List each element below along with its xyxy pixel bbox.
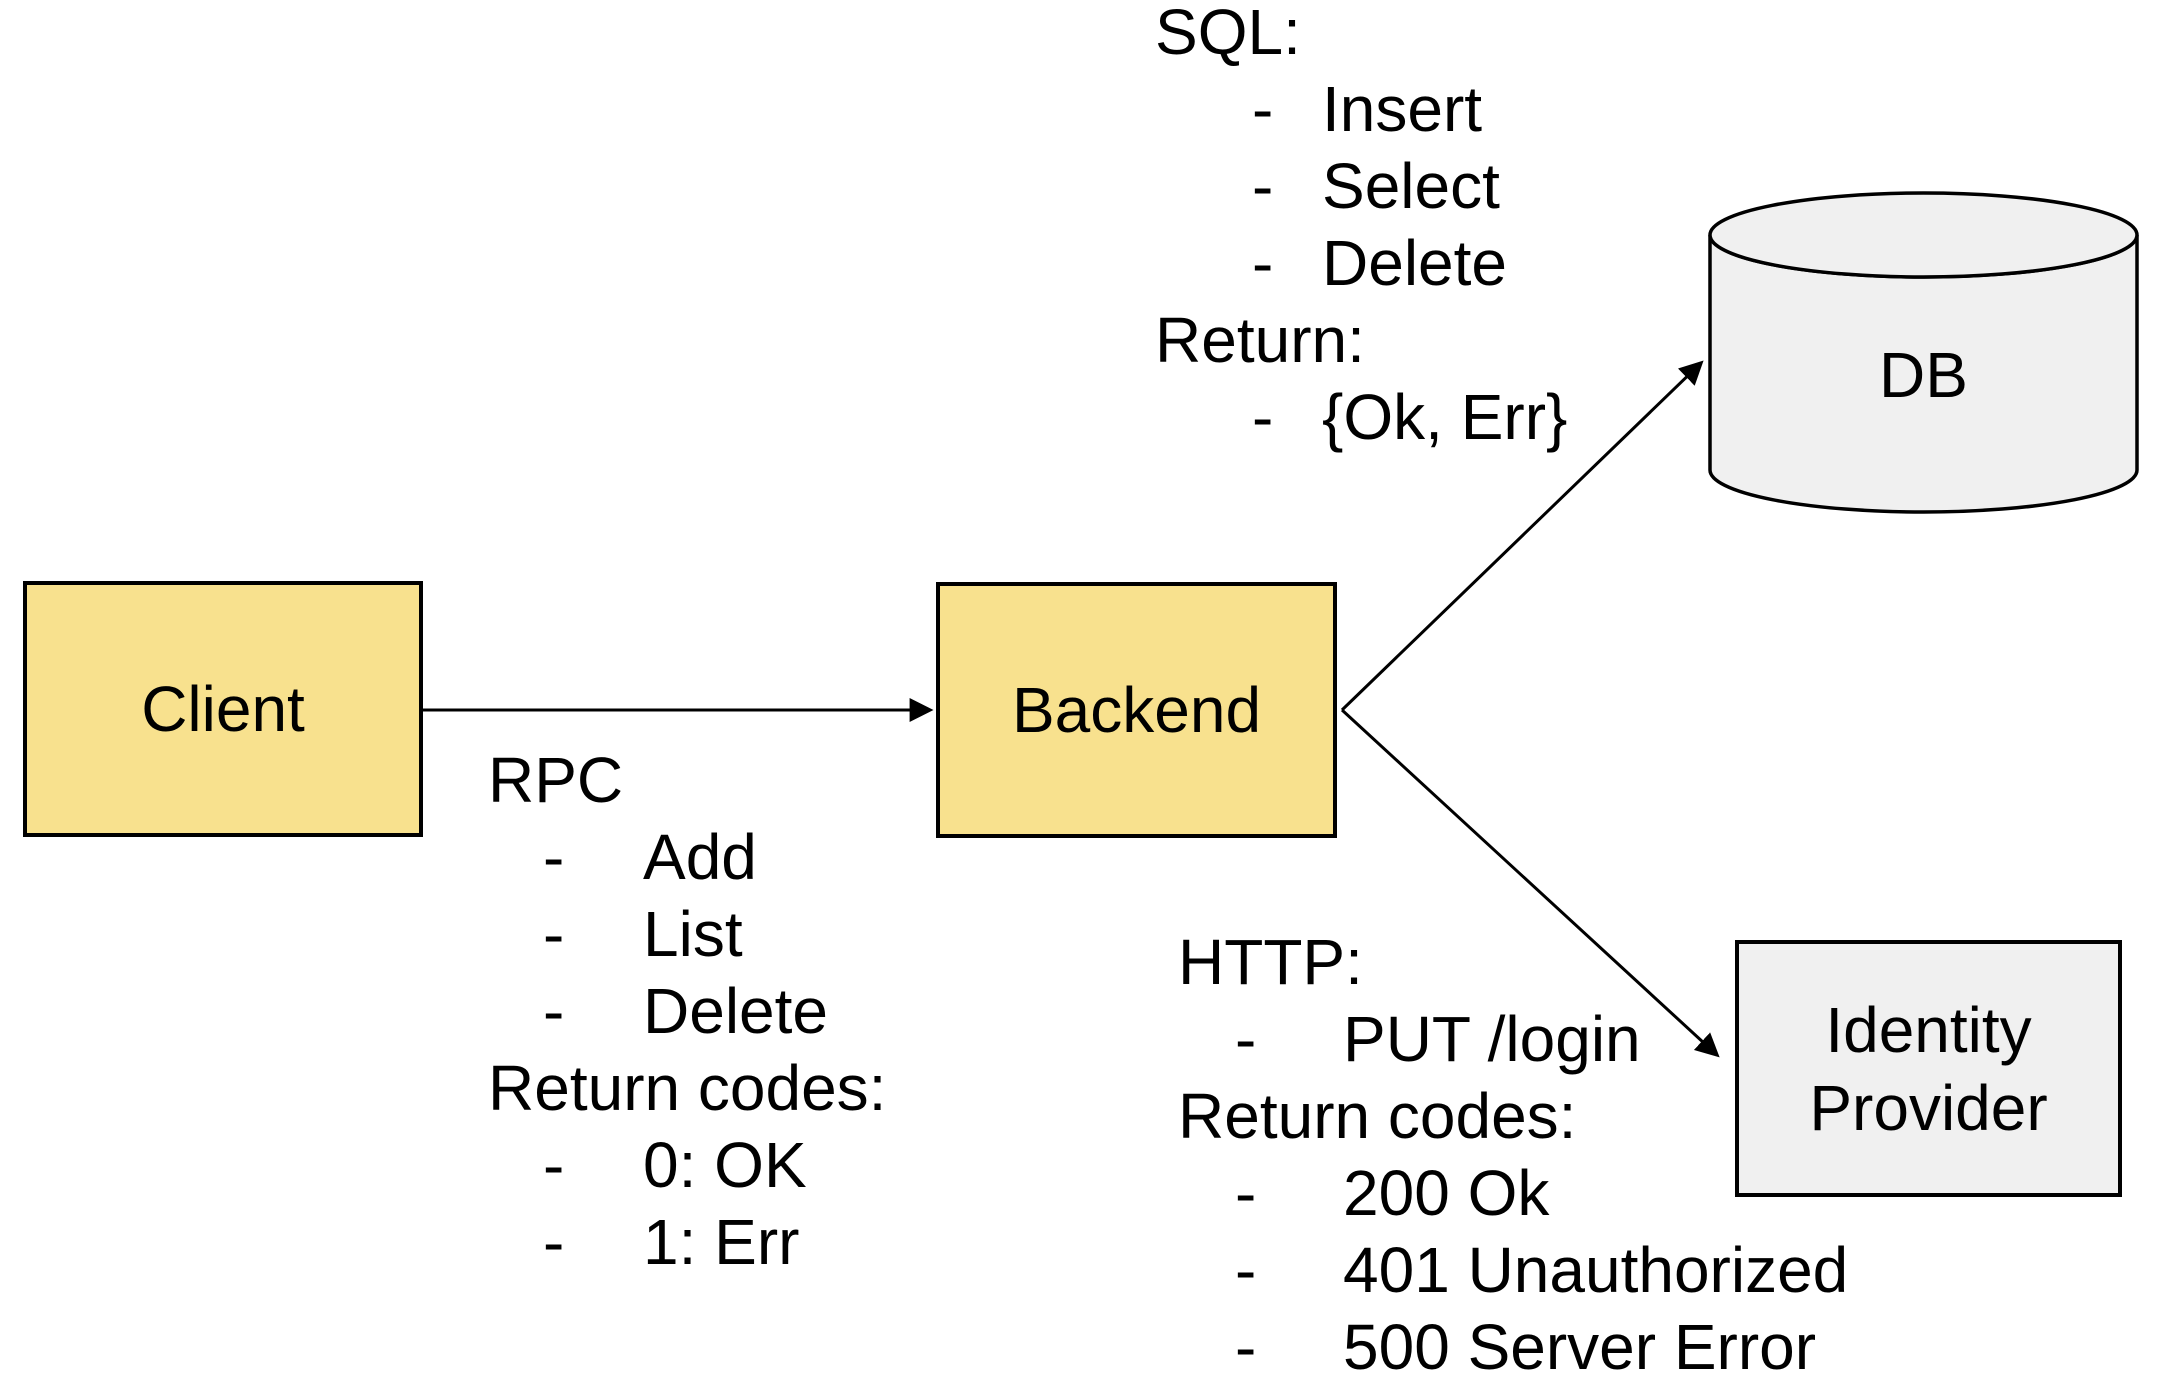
identity-provider-label-line1: Identity xyxy=(1825,993,2032,1066)
backend-node-label: Backend xyxy=(1011,674,1262,746)
bullet-dash: - xyxy=(543,898,565,970)
identity-provider-node: Identity Provider xyxy=(1735,940,2122,1197)
arrow-backend-to-db xyxy=(1340,360,1704,712)
identity-provider-label-line2: Provider xyxy=(1809,1071,2048,1144)
sql-heading: SQL: xyxy=(1155,0,1301,68)
bullet-dash: - xyxy=(1235,1157,1257,1229)
http-item-500-server-error: -500 Server Error xyxy=(1178,1309,1848,1386)
rpc-heading: RPC xyxy=(488,744,624,816)
client-node-label: Client xyxy=(141,673,305,745)
http-heading: HTTP: xyxy=(1178,926,1363,998)
http-return-codes-heading: Return codes: xyxy=(1178,1080,1577,1152)
bullet-dash: - xyxy=(1252,150,1274,222)
rpc-return-codes-heading: Return codes: xyxy=(488,1052,887,1124)
db-cylinder-shape xyxy=(1708,191,2139,514)
sql-item-delete: -Delete xyxy=(1155,225,1567,302)
bullet-dash: - xyxy=(543,975,565,1047)
bullet-dash: - xyxy=(543,821,565,893)
sql-item-ok-err: -{Ok, Err} xyxy=(1155,379,1567,456)
rpc-annotation-block: RPC -Add -List -Delete Return codes: -0:… xyxy=(488,742,886,1281)
bullet-dash: - xyxy=(543,1129,565,1201)
client-node: Client xyxy=(23,581,423,837)
bullet-dash: - xyxy=(1252,227,1274,299)
bullet-dash: - xyxy=(1235,1234,1257,1306)
http-item-200-ok: -200 Ok xyxy=(1178,1155,1848,1232)
rpc-item-0-ok: -0: OK xyxy=(488,1127,886,1204)
arrow-backend-to-identity-provider xyxy=(1340,708,1720,1058)
bullet-dash: - xyxy=(1235,1003,1257,1075)
bullet-dash: - xyxy=(1235,1311,1257,1383)
http-annotation-block: HTTP: -PUT /login Return codes: -200 Ok … xyxy=(1178,924,1848,1386)
db-node-label: DB xyxy=(1879,339,1968,411)
http-item-401-unauthorized: -401 Unauthorized xyxy=(1178,1232,1848,1309)
rpc-item-delete: -Delete xyxy=(488,973,886,1050)
bullet-dash: - xyxy=(1252,381,1274,453)
bullet-dash: - xyxy=(1252,73,1274,145)
sql-return-heading: Return: xyxy=(1155,304,1365,376)
http-item-put-login: -PUT /login xyxy=(1178,1001,1848,1078)
rpc-item-add: -Add xyxy=(488,819,886,896)
rpc-item-list: -List xyxy=(488,896,886,973)
bullet-dash: - xyxy=(543,1206,565,1278)
sql-item-insert: -Insert xyxy=(1155,71,1567,148)
backend-node: Backend xyxy=(936,582,1337,838)
rpc-item-1-err: -1: Err xyxy=(488,1204,886,1281)
sql-item-select: -Select xyxy=(1155,148,1567,225)
sql-annotation-block: SQL: -Insert -Select -Delete Return: -{O… xyxy=(1155,0,1567,456)
